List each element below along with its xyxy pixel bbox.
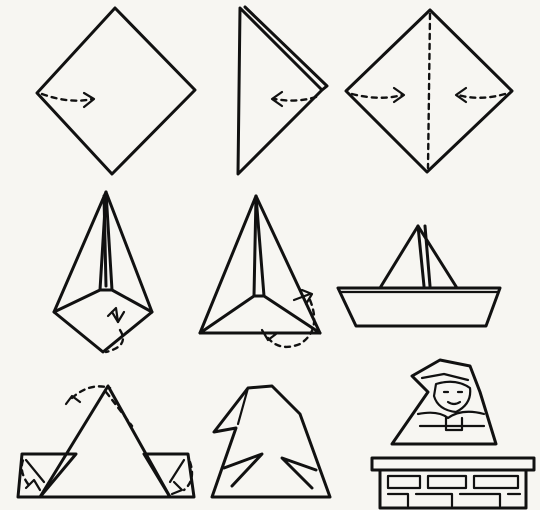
step-7-triangle-flaps [18, 386, 194, 497]
step-3-diamond-crease [346, 10, 512, 172]
step-9-figure-at-desk [372, 360, 534, 508]
step-2-half-fold [238, 7, 327, 174]
tuck-arrow-right-icon [172, 482, 182, 494]
curl-fold-arrow-icon [66, 396, 80, 404]
step-6-paper-boat [338, 226, 500, 326]
step-8-pointed-hat [212, 386, 330, 497]
step-4-tall-kite [54, 192, 152, 352]
step-5-triangle-kite [200, 196, 320, 347]
step-1-diamond [37, 8, 195, 174]
tuck-arrow-left-icon [26, 480, 40, 490]
fold-arrow-right-icon [394, 88, 404, 102]
